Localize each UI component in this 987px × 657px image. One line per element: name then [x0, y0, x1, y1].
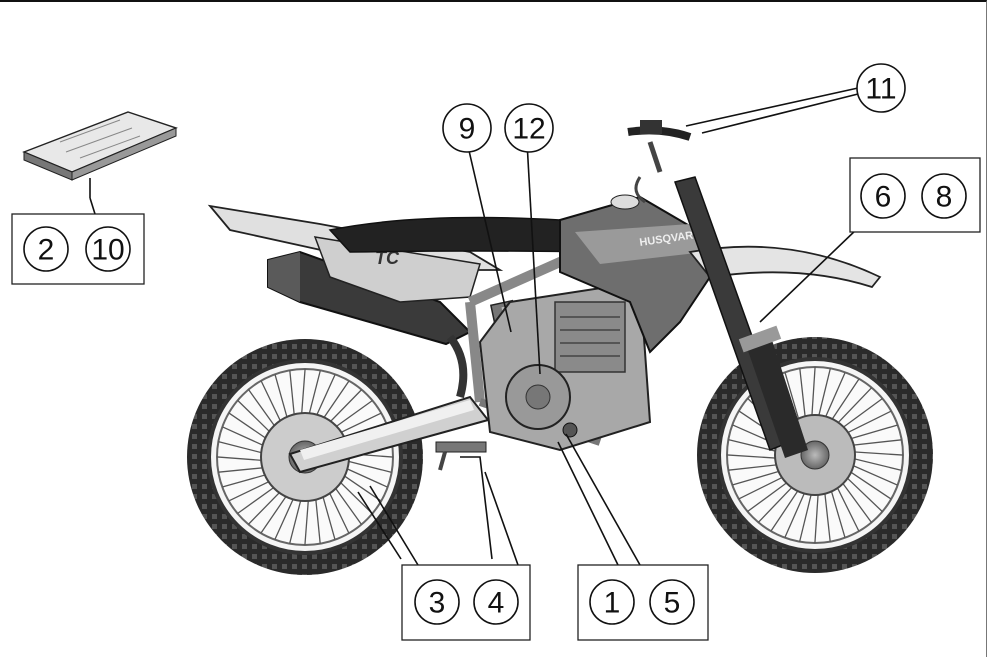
- leader-4a: [460, 456, 493, 560]
- callout-5-label: 5: [664, 587, 681, 620]
- callout-8-label: 8: [936, 181, 953, 214]
- front-fender: [688, 245, 882, 289]
- front-fork: [674, 176, 808, 458]
- manual-leader: [89, 178, 96, 215]
- leader-5: [565, 433, 641, 566]
- callout-box-3-4: 3 4: [401, 564, 531, 641]
- callout-3: [414, 579, 460, 625]
- callout-5: [649, 579, 695, 625]
- engine: [478, 280, 652, 452]
- callout-box-2-10: 2 10: [11, 213, 145, 285]
- leader-9: [466, 141, 512, 333]
- fuel-tank-shroud: HUSQVARNA: [559, 194, 722, 354]
- callout-2: [23, 226, 69, 272]
- callout-12-label: 12: [512, 113, 545, 146]
- callout-1-label: 1: [604, 587, 621, 620]
- callout-3-label: 3: [429, 587, 446, 620]
- callout-11: 11: [856, 63, 906, 113]
- callout-box-6-8: 6 8: [849, 157, 981, 233]
- callout-6-label: 6: [875, 181, 892, 214]
- callout-9: 9: [442, 103, 492, 153]
- callout-8: [921, 173, 967, 219]
- callout-12: 12: [504, 103, 554, 153]
- callout-6: [860, 173, 906, 219]
- callout-box-1-5: 1 5: [577, 564, 709, 641]
- front-wheel: [697, 337, 933, 573]
- callout-10-label: 10: [91, 234, 124, 267]
- leader-6-8: [759, 227, 859, 323]
- side-panel-decal: TC: [375, 248, 400, 268]
- callout-4: [473, 579, 519, 625]
- callout-11-label: 11: [865, 73, 896, 106]
- callout-4-label: 4: [488, 587, 505, 620]
- callout-2-label: 2: [38, 234, 55, 267]
- leader-3a: [357, 491, 402, 560]
- callout-10: [85, 226, 131, 272]
- callout-9-label: 9: [459, 113, 476, 146]
- leader-11b: [701, 93, 859, 134]
- leader-4b: [484, 471, 519, 566]
- handlebar: [627, 120, 692, 204]
- leader-1: [557, 441, 619, 566]
- leader-12: [526, 141, 541, 375]
- foot-peg-brake: [435, 441, 487, 471]
- callout-1: [589, 579, 635, 625]
- leader-3b: [369, 485, 419, 566]
- manual-booklet-icon: [22, 111, 178, 181]
- leader-11a: [685, 87, 859, 127]
